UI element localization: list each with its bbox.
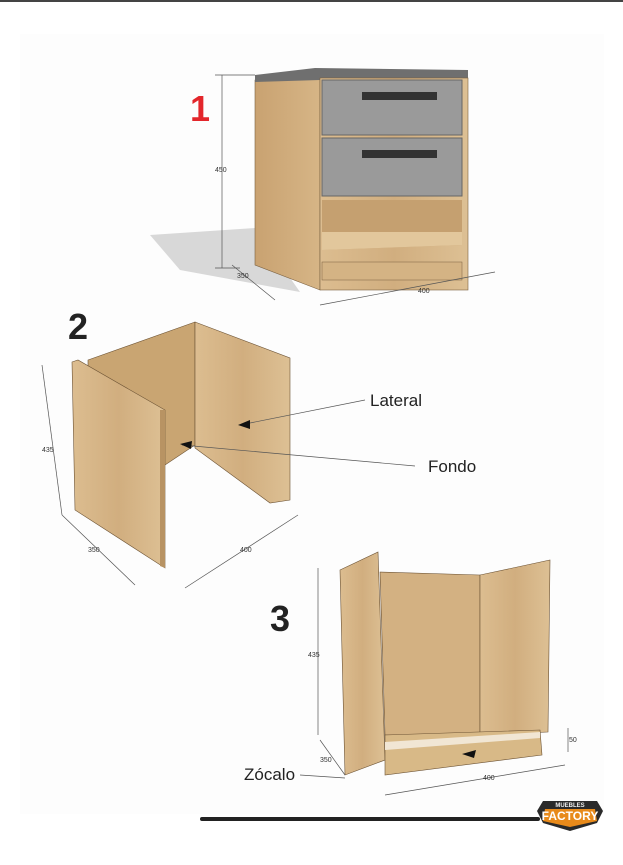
right-panel bbox=[479, 559, 551, 736]
svg-text:FACTORY: FACTORY bbox=[542, 809, 599, 823]
label-lateral: Lateral bbox=[370, 391, 422, 410]
dimension-lines bbox=[215, 74, 496, 306]
carcass-step2 bbox=[41, 321, 416, 589]
step-number-1: 1 bbox=[190, 88, 211, 129]
handle-top bbox=[362, 92, 437, 100]
dim-3-height: 435 bbox=[308, 652, 320, 659]
arrow-fondo bbox=[180, 441, 192, 449]
label-zocalo: Zócalo bbox=[244, 765, 296, 784]
dim-1-depth: 350 bbox=[237, 273, 249, 280]
dim-3-depth: 350 bbox=[320, 757, 332, 764]
carcass-step3 bbox=[299, 551, 569, 796]
step-number-3: 3 bbox=[270, 598, 291, 639]
dim-1-height: 450 bbox=[215, 167, 227, 174]
dim-2-height: 435 bbox=[42, 447, 54, 454]
arrow-zocalo bbox=[462, 750, 476, 758]
dim-2-width: 400 bbox=[240, 547, 252, 554]
drawer-bottom bbox=[321, 137, 463, 197]
handle-bottom bbox=[362, 150, 437, 158]
step-number-2: 2 bbox=[68, 306, 89, 347]
dim-3-width: 400 bbox=[483, 775, 495, 782]
muebles-factory-logo: MUEBLES FACTORY bbox=[535, 797, 605, 833]
dim-2-depth: 350 bbox=[88, 547, 100, 554]
footer-rule bbox=[200, 817, 540, 821]
drawer-top bbox=[321, 79, 463, 136]
top-border bbox=[0, 0, 623, 2]
back-panel bbox=[379, 571, 481, 736]
side-panel bbox=[254, 74, 321, 291]
svg-text:MUEBLES: MUEBLES bbox=[555, 803, 584, 809]
side-panel-lateral bbox=[194, 321, 291, 504]
left-panel bbox=[339, 551, 386, 776]
nightstand-assembled bbox=[150, 68, 496, 306]
arrow-lateral bbox=[238, 420, 250, 429]
label-fondo: Fondo bbox=[428, 457, 477, 476]
dim-1-width: 400 bbox=[418, 288, 430, 295]
plinth bbox=[321, 261, 463, 281]
dim-3-plinth: 50 bbox=[569, 737, 577, 744]
